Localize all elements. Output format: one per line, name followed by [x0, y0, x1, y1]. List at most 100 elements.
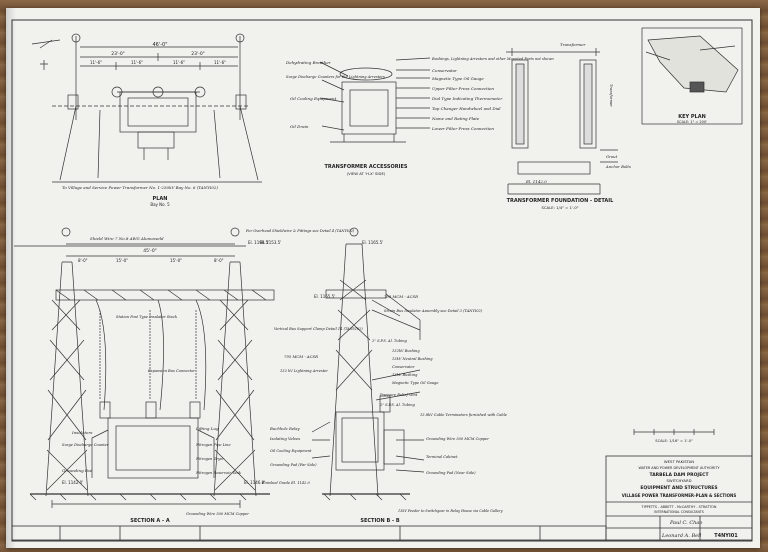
- section-a-shieldwire: Shield Wire 7 No.8 AWG Alumoweld: [90, 236, 164, 241]
- section-b-feeder: 13kV Feeder to Switchgear in Relay House…: [398, 509, 503, 513]
- section-b-buchholz: Buchholz Relay: [269, 426, 301, 431]
- foundation-scale: SCALE: 1/4" = 1'-0": [541, 205, 578, 210]
- section-b-shieldwire: For Overhead Shieldwire & Fittings see D…: [245, 229, 355, 233]
- plan-dim-right-half: 23'-0": [191, 51, 205, 57]
- tb-heading: EQUIPMENT AND STRUCTURES: [640, 485, 717, 491]
- key-plan: [641, 27, 743, 125]
- section-b-title: SECTION B - B: [360, 518, 400, 524]
- section-b-gnd-wire: Grounding Wire 500 MCM Copper: [426, 437, 489, 441]
- section-a-dim-4: 8'-0": [214, 258, 224, 263]
- plan-note: To Village and Service Power Transformer…: [62, 185, 218, 190]
- section-a-title: SECTION A - A: [130, 518, 170, 524]
- acc-label-tapchanger: Tap Changer Handwheel and Dial: [432, 106, 501, 111]
- section-a-dim-3: 15'-0": [170, 258, 182, 263]
- plan-dim-4: 11'-6": [214, 60, 226, 65]
- foundation-label-transformer-2: Transformer: [609, 84, 613, 107]
- tb-consultant2: INTERNATIONAL CONSULTANTS: [654, 510, 704, 514]
- accessories-subtitle: (VIEW AT 'H-X' SIDE): [347, 171, 386, 176]
- keyplan-scale: SCALE: 1" = 200': [677, 120, 707, 124]
- section-b-arrester: 132 kV Lightning Arrester: [280, 369, 328, 373]
- section-b-gnd-far: Grounding Pad (Far Side): [270, 463, 317, 467]
- section-a-elev-top: El. 1198.5': [248, 240, 269, 245]
- plan-dim-overall: 46'-0": [152, 42, 167, 48]
- acc-label-breather: Dehydrating Breather: [285, 60, 332, 65]
- acc-label-surge: Surge Discharge Counters for the Lightni…: [286, 75, 385, 79]
- acc-label-nameplate: Name and Rating Plate: [431, 116, 480, 121]
- section-b-13-bushing: 13kV Bushing: [392, 373, 418, 377]
- scale-bar: [633, 429, 715, 435]
- section-a-insulators: Insulators: [71, 430, 92, 435]
- keyplan-title: KEY PLAN: [678, 114, 706, 120]
- tb-project: TARBELA DAM PROJECT: [649, 472, 709, 478]
- foundation-title: TRANSFORMER FOUNDATION - DETAIL: [507, 198, 615, 204]
- accessories-title: TRANSFORMER ACCESSORIES: [325, 164, 408, 170]
- acc-label-upper-filter: Upper Filter Press Connection: [432, 86, 494, 91]
- section-b-tubing-2: 2" S.P.S. Al. Tubing: [379, 403, 416, 407]
- section-b-tubing-1: 2" S.P.S. Al. Tubing: [371, 339, 408, 343]
- section-a-dim-2: 15'-0": [116, 258, 128, 263]
- section-a-dim-1: 8'-0": [78, 258, 88, 263]
- section-b-conservator: Conservator: [392, 365, 415, 369]
- section-b-oil-gauge: Magnetic Type Oil Gauge: [391, 381, 438, 385]
- sheet-binding-edge: [6, 8, 16, 548]
- section-a-surge: Surge Discharge Counter: [62, 443, 109, 447]
- tb-area: SWITCHYARD: [666, 478, 691, 483]
- plan-dim-1: 11'-6": [90, 60, 102, 65]
- section-b-oilcool: Oil Cooling Equipment: [270, 449, 312, 453]
- acc-label-conservator: Conservator: [432, 68, 458, 73]
- section-b-strain-bus: Strain Bus Insulator Assembly see Detail…: [384, 309, 483, 313]
- section-a-nitrogen-tank: Nitrogen Reservoir Tank: [195, 471, 241, 475]
- section-a-elev-grade: El. 1142.0': [62, 480, 83, 485]
- tb-authority: WATER AND POWER DEVELOPMENT AUTHORITY: [638, 466, 720, 470]
- acc-label-thermometer: Dial Type Indicating Thermometer: [431, 96, 503, 101]
- foundation-view: [506, 48, 618, 195]
- tb-signature-2: Leonard A. Bell: [661, 533, 702, 539]
- section-b-terminal: Terminal Cabinet: [426, 455, 458, 459]
- section-a-lifting-lug: Lifting Lug: [195, 426, 219, 431]
- plan-view: [31, 33, 262, 183]
- section-a-nitrogen-pipe: Nitrogen Pipe Line: [195, 443, 231, 447]
- plan-subtitle: Bay No. 5: [150, 202, 170, 207]
- scale-bar-label: SCALE: 1/16" = 1'-0": [655, 439, 693, 443]
- foundation-label-anchor: Anchor Bolts: [605, 164, 631, 169]
- acc-label-lower-filter: Lower Filter Press Connection: [431, 126, 494, 131]
- section-a-nitrogen-dryer: Nitrogen Dryer: [195, 457, 224, 461]
- section-b-view: [311, 227, 425, 501]
- foundation-label-grout: Grout: [606, 154, 618, 159]
- section-b-neutral-bushing: 13kV Neutral Bushing: [392, 357, 433, 361]
- plan-dim-2: 11'-6": [131, 60, 143, 65]
- section-a-elev-mid: El. 1146.0': [244, 480, 265, 485]
- tb-country: WEST PAKISTAN: [664, 459, 694, 464]
- section-b-acsr-1: 795 MCM - ACSR: [384, 294, 418, 299]
- plan-dim-3: 11'-6": [173, 60, 185, 65]
- acc-label-gauge: Magnetic Type Oil Gauge: [431, 76, 484, 81]
- section-a-station-post: Station Post Type Insulator Stack: [116, 315, 177, 319]
- section-b-elev-3: El. 1153.5': [260, 240, 281, 245]
- section-b-grade: Finished Grade El. 1142.0: [261, 481, 310, 485]
- section-b-vertical-bus: Vertical Bus Support Clamp Detail 14 (TA…: [274, 327, 363, 331]
- plan-title: PLAN: [153, 196, 168, 202]
- tb-signature-1: Paul C. Chao: [669, 520, 702, 526]
- section-a-view: [14, 227, 275, 508]
- foundation-label-elevation: El. 1142.0: [525, 179, 547, 184]
- section-b-132-bushing: 132kV Bushing: [392, 349, 420, 353]
- section-b-gnd-near: Grounding Pad (Near Side): [426, 471, 476, 475]
- section-b-elev-1: El. 1165.5': [362, 240, 383, 245]
- section-a-grounding-wire: Grounding Wire 500 MCM Copper: [186, 512, 249, 516]
- section-b-elev-2: El. 1165.5': [314, 294, 335, 299]
- accessories-view: [319, 57, 431, 143]
- section-b-valves: Isolating Valves: [269, 436, 300, 441]
- section-a-expansion: Expansion Bus Connector: [147, 369, 195, 373]
- tb-drawing: VILLAGE POWER TRANSFORMER-PLAN & SECTION…: [622, 493, 737, 498]
- section-b-acsr-2: 795 MCM - ACSR: [284, 354, 318, 359]
- section-b-relief-vent: Pressure Relief Vent: [379, 393, 418, 397]
- foundation-label-transformer: Transformer: [560, 42, 587, 47]
- plan-dim-left-half: 23'-0": [111, 51, 125, 57]
- tb-consultant: TIPPETTS - ABBETT - McCARTHY - STRATTON: [641, 505, 717, 509]
- title-block: [11, 455, 753, 541]
- acc-label-oilcool: Oil Cooling Equipment: [290, 96, 337, 101]
- section-a-dim-overall: 45'-0": [143, 248, 157, 254]
- section-b-cable-term: 13.8kV Cable Terminators furnished with …: [420, 413, 507, 417]
- tb-drawing-number: T4NYI01: [714, 533, 738, 539]
